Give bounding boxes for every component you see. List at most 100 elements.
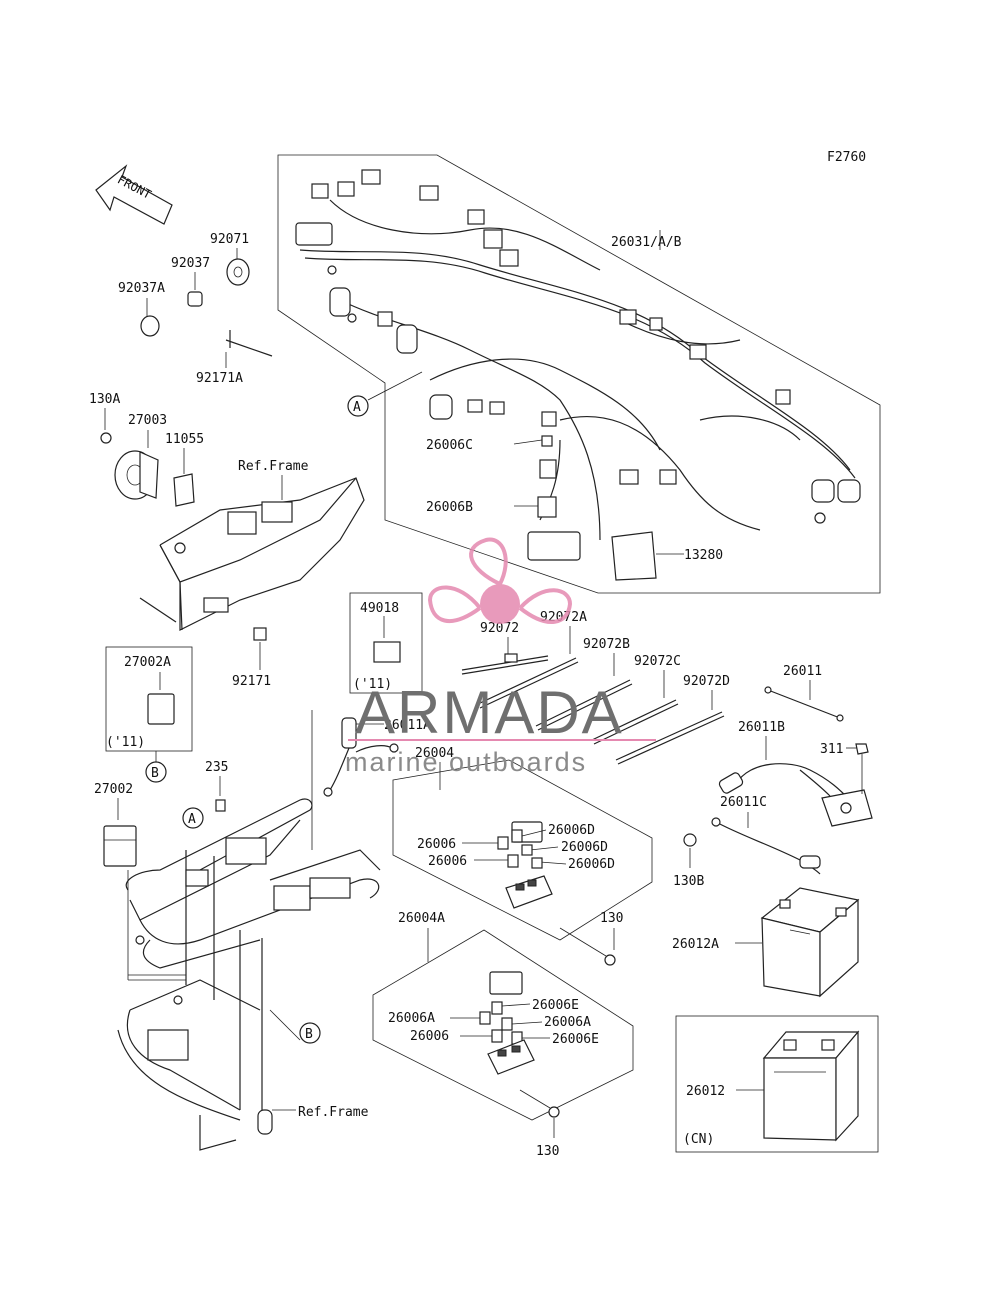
watermark-subtitle: marine outboards <box>345 747 587 777</box>
label-130-a: 130 <box>600 911 623 926</box>
label-92071: 92071 <box>210 232 249 247</box>
fuse-group-26004 <box>392 759 653 941</box>
bolt-130b <box>683 833 697 847</box>
label-26006e-2: 26006E <box>552 1032 599 1047</box>
fuse-26006d-1 <box>511 829 523 843</box>
label-26031: 26031/A/B <box>611 235 682 250</box>
label-92037: 92037 <box>171 256 210 271</box>
cable-tie-92072b <box>535 679 633 731</box>
label-92072c: 92072C <box>634 654 681 669</box>
battery-cable-26011c <box>711 817 821 875</box>
label-26006a-2: 26006A <box>544 1015 591 1030</box>
label-26006d-1: 26006D <box>548 823 595 838</box>
grommet-92071 <box>226 258 250 286</box>
relay-26006b <box>537 496 557 518</box>
cable-tie-92072c <box>591 699 679 745</box>
front-arrow-icon: FRONT <box>95 164 173 225</box>
label-130a: 130A <box>89 392 120 407</box>
fuse-26006a-1 <box>479 1011 491 1025</box>
box-27002a <box>105 646 193 752</box>
bracket-92171a <box>225 330 273 357</box>
label-26006-a2: 26006 <box>428 854 467 869</box>
label-26012a: 26012A <box>672 937 719 952</box>
bolt-235 <box>215 799 226 812</box>
label-92072: 92072 <box>480 621 519 636</box>
label-11-a: ('11) <box>353 677 392 692</box>
label-26011b: 26011B <box>738 720 785 735</box>
front-frame <box>139 477 365 631</box>
label-92171: 92171 <box>232 674 271 689</box>
cable-26011a <box>323 717 399 797</box>
label-26004: 26004 <box>415 746 454 761</box>
label-311: 311 <box>820 742 843 757</box>
cable-tie-92072d <box>615 711 725 765</box>
cable-tie-92072 <box>461 653 549 675</box>
fuse-26006-b1 <box>491 1029 503 1043</box>
label-26012: 26012 <box>686 1084 725 1099</box>
bolt-130a <box>100 432 112 444</box>
label-26006e-1: 26006E <box>532 998 579 1013</box>
fuse-26006-a2 <box>507 854 519 868</box>
label-27003: 27003 <box>128 413 167 428</box>
label-11055: 11055 <box>165 432 204 447</box>
label-26011c: 26011C <box>720 795 767 810</box>
label-27002: 27002 <box>94 782 133 797</box>
screw-130-b <box>548 1106 560 1118</box>
label-13280: 13280 <box>684 548 723 563</box>
watermark-title: ARMADA <box>355 679 624 746</box>
label-92072d: 92072D <box>683 674 730 689</box>
label-92037a: 92037A <box>118 281 165 296</box>
fuse-26006e-1 <box>491 1001 503 1015</box>
main-wiring-harness <box>295 169 861 541</box>
fuse-box-26004a <box>487 1039 535 1075</box>
fuse-26006d-2 <box>521 844 533 856</box>
relay-26006b-upper <box>539 459 557 479</box>
connector-49018 <box>373 641 401 663</box>
marker-b-left-label: B <box>151 766 159 781</box>
marker-a-mid-label: A <box>188 812 196 827</box>
fuse-box-26004-upper <box>527 531 581 561</box>
fuse-group-26004a <box>372 929 634 1121</box>
battery-cable-26011 <box>764 686 844 722</box>
nut-311 <box>855 743 869 755</box>
label-26011a: 26011A <box>384 718 431 733</box>
label-26006a-1: 26006A <box>388 1011 435 1026</box>
label-26006d-3: 26006D <box>568 857 615 872</box>
fuse-cover-26004a <box>489 971 523 995</box>
fuse-26006-a1 <box>497 836 509 850</box>
ref-frame-label-top: Ref.Frame <box>238 459 309 474</box>
rear-frame <box>117 798 381 1151</box>
marker-b-left <box>145 761 167 783</box>
label-26006c: 26006C <box>426 438 473 453</box>
battery-cable-26011b <box>718 763 873 827</box>
clip-92171 <box>253 627 267 641</box>
watermark-logo-icon <box>427 537 573 624</box>
fuse-26006a-2 <box>501 1017 513 1031</box>
fuse-26006d-3 <box>531 857 543 869</box>
cover-13280 <box>611 531 657 581</box>
box-49018 <box>349 592 423 694</box>
figure-code: F2760 <box>827 150 866 165</box>
marker-a-top <box>347 395 369 417</box>
clamp-92037 <box>187 291 203 307</box>
marker-b-bottom <box>299 1022 321 1044</box>
label-26011: 26011 <box>783 664 822 679</box>
relay-27002 <box>103 825 137 867</box>
ref-frame-label-bottom: Ref.Frame <box>298 1105 369 1120</box>
label-130-b: 130 <box>536 1144 559 1159</box>
harness-frame <box>277 154 881 594</box>
label-11-b: ('11) <box>106 735 145 750</box>
label-49018: 49018 <box>360 601 399 616</box>
label-26006b: 26006B <box>426 500 473 515</box>
battery-26012a <box>760 887 860 998</box>
label-92072b: 92072B <box>583 637 630 652</box>
label-27002a: 27002A <box>124 655 171 670</box>
box-26012 <box>675 1015 879 1153</box>
relay-27002a <box>147 693 175 725</box>
relay-26006c <box>541 411 557 427</box>
label-26006d-2: 26006D <box>561 840 608 855</box>
label-235: 235 <box>205 760 228 775</box>
label-26006-a1: 26006 <box>417 837 456 852</box>
marker-a-mid <box>182 807 204 829</box>
